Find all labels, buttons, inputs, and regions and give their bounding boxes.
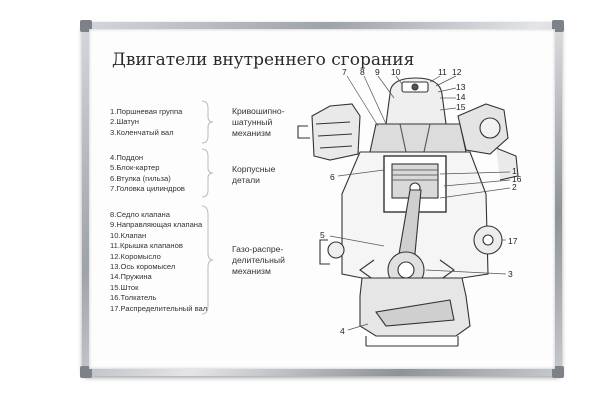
callout-13: 13 xyxy=(456,82,466,92)
callout-2: 2 xyxy=(512,182,517,192)
callout-10: 10 xyxy=(391,67,401,77)
callout-7: 7 xyxy=(342,67,347,77)
poster-title: Двигатели внутреннего сгорания xyxy=(112,50,415,70)
cylinder-head xyxy=(369,123,467,153)
frame-corner xyxy=(552,366,564,378)
list-item: 4.Поддон xyxy=(110,153,144,162)
callout-4: 4 xyxy=(340,326,345,336)
callout-14: 14 xyxy=(456,92,466,102)
callout-17: 17 xyxy=(508,236,518,246)
group-name-crank: Кривошипно- шатунный механизм xyxy=(232,106,285,138)
group-1-list: 1.Поршневая группа 2.Шатун 3.Коленчатый … xyxy=(110,107,182,138)
callout-1: 1 xyxy=(512,166,517,176)
list-item: 12.Коромысло xyxy=(110,251,161,261)
intake-manifold xyxy=(311,103,361,161)
brace-2 xyxy=(201,148,214,198)
group-name-timing: Газо-распре- делительный механизм xyxy=(232,244,285,276)
list-item: 5.Блок-картер xyxy=(110,163,160,173)
list-item: 2.Шатун xyxy=(110,117,139,127)
engine-cross-section: 7 8 9 10 11 12 13 14 15 6 1 16 2 17 5 3 … xyxy=(297,67,522,347)
callout-8: 8 xyxy=(360,67,365,77)
list-item: 6.Втулка (гильза) xyxy=(110,173,171,183)
callout-12: 12 xyxy=(452,67,462,77)
list-item: 3.Коленчатый вал xyxy=(110,127,174,137)
callout-6: 6 xyxy=(330,172,335,182)
list-item: 8.Седло клапана xyxy=(110,210,170,219)
callout-labels: 7 8 9 10 11 12 13 14 15 6 1 16 2 17 5 3 … xyxy=(320,67,522,336)
list-item: 16.Толкатель xyxy=(110,293,157,303)
group-name-body: Корпусные детали xyxy=(232,164,276,185)
callout-5: 5 xyxy=(320,230,325,240)
callout-16: 16 xyxy=(512,174,522,184)
frame-corner xyxy=(80,366,92,378)
callout-9: 9 xyxy=(375,67,380,77)
valve-cover xyxy=(385,77,447,125)
group-3-list: 8.Седло клапана 9.Направляющая клапана 1… xyxy=(110,210,207,314)
list-item: 9.Направляющая клапана xyxy=(110,220,203,230)
frame-corner xyxy=(552,20,564,32)
list-item: 7.Головка цилиндров xyxy=(110,184,185,194)
group-2-list: 4.Поддон 5.Блок-картер 6.Втулка (гильза)… xyxy=(110,153,185,195)
list-item: 10.Клапан xyxy=(110,230,147,240)
list-item: 11.Крышка клапанов xyxy=(110,241,183,251)
list-item: 15.Шток xyxy=(110,282,139,292)
list-item: 13.Ось коромысел xyxy=(110,262,176,272)
callout-11: 11 xyxy=(438,67,447,77)
brace-3 xyxy=(201,205,214,315)
list-item: 17.Распределительный вал xyxy=(110,303,208,313)
list-item: 14.Пружина xyxy=(110,272,152,282)
callout-3: 3 xyxy=(508,269,513,279)
callout-15: 15 xyxy=(456,102,466,112)
list-item: 1.Поршневая группа xyxy=(110,107,183,116)
brace-1 xyxy=(201,100,214,144)
